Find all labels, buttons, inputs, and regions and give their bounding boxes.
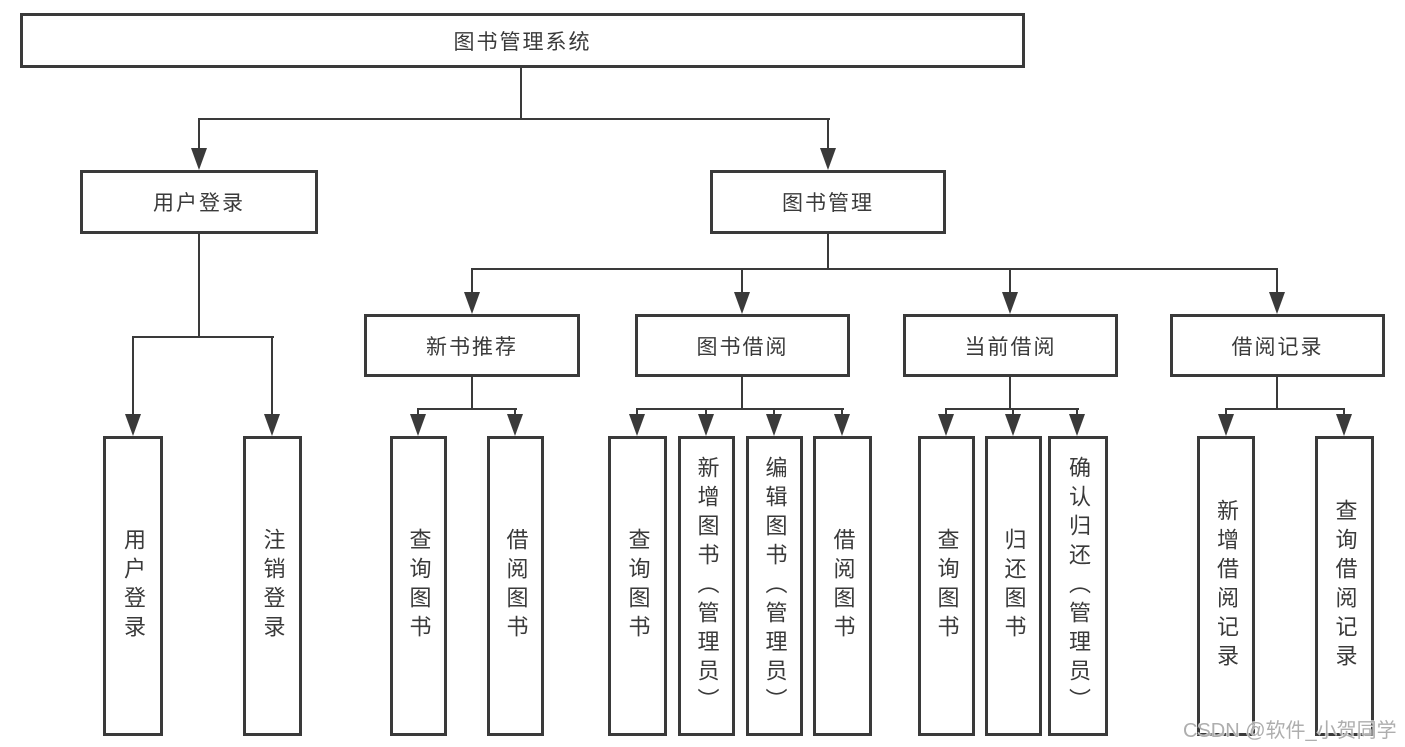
arrowhead-icon [410,414,426,436]
leaf-edit-books-admin-label: 编辑图书（管理员） [762,455,788,717]
arrowhead-icon [1002,292,1018,314]
leaf-query-books-borrowing-label: 查询图书 [625,528,651,644]
connector-line [1225,408,1345,410]
node-book-borrowing-label: 图书借阅 [696,335,789,359]
leaf-borrow-books-label: 借阅图书 [830,528,856,644]
connector-line [1276,377,1278,410]
connector-line [271,336,273,416]
leaf-logout-label: 注销登录 [260,528,286,644]
node-root-label: 图书管理系统 [453,30,592,54]
leaf-logout: 注销登录 [243,436,302,736]
node-new-book-recommend-label: 新书推荐 [426,335,518,359]
node-current-borrowing: 当前借阅 [903,314,1118,377]
leaf-user-login: 用户登录 [103,436,163,736]
connector-line [471,268,1278,270]
connector-line [1012,408,1014,416]
arrowhead-icon [1005,414,1021,436]
node-new-book-recommend: 新书推荐 [364,314,580,377]
node-borrowing-records-label: 借阅记录 [1231,335,1324,359]
node-borrowing-records: 借阅记录 [1170,314,1385,377]
connector-line [773,408,775,416]
connector-line [705,408,707,416]
arrowhead-icon [191,148,207,170]
connector-line [1343,408,1345,416]
connector-line [132,336,134,416]
arrowhead-icon [834,414,850,436]
connector-line [471,268,473,295]
connector-line [1076,408,1078,416]
connector-line [741,268,743,295]
node-book-management: 图书管理 [710,170,946,234]
node-root: 图书管理系统 [20,13,1025,68]
connector-line [1009,268,1011,295]
connector-line [417,408,419,416]
connector-line [636,408,844,410]
arrowhead-icon [938,414,954,436]
arrowhead-icon [734,292,750,314]
arrowhead-icon [766,414,782,436]
leaf-confirm-return-admin-label: 确认归还（管理员） [1066,455,1091,717]
arrowhead-icon [264,414,280,436]
connector-line [471,377,473,410]
connector-line [198,118,830,120]
connector-line [741,377,743,410]
leaf-query-books-recommend: 查询图书 [390,436,447,736]
watermark-text: CSDN @软件_小贺同学 [1183,720,1397,742]
arrowhead-icon [629,414,645,436]
leaf-add-borrow-record: 新增借阅记录 [1197,436,1255,736]
connector-line [827,234,829,270]
connector-line [514,408,516,416]
node-user-login: 用户登录 [80,170,318,234]
leaf-query-books-current: 查询图书 [918,436,975,736]
connector-line [520,68,522,120]
leaf-query-borrow-record: 查询借阅记录 [1315,436,1374,736]
connector-line [841,408,843,416]
arrowhead-icon [1218,414,1234,436]
arrowhead-icon [464,292,480,314]
leaf-query-borrow-record-label: 查询借阅记录 [1332,499,1358,673]
connector-line [827,118,829,150]
arrowhead-icon [820,148,836,170]
leaf-query-books-current-label: 查询图书 [934,528,960,644]
leaf-add-borrow-record-label: 新增借阅记录 [1214,499,1239,673]
leaf-return-books-label: 归还图书 [1001,528,1027,644]
leaf-borrow-books: 借阅图书 [813,436,872,736]
leaf-query-books-recommend-label: 查询图书 [406,528,432,644]
arrowhead-icon [507,414,523,436]
node-book-borrowing: 图书借阅 [635,314,850,377]
leaf-confirm-return-admin: 确认归还（管理员） [1048,436,1108,736]
node-user-login-label: 用户登录 [153,192,245,215]
arrowhead-icon [1269,292,1285,314]
connector-line [417,408,517,410]
leaf-query-books-borrowing: 查询图书 [608,436,667,736]
node-book-management-label: 图书管理 [782,192,874,215]
node-current-borrowing-label: 当前借阅 [964,335,1057,359]
connector-line [198,118,200,150]
connector-line [1009,377,1011,410]
leaf-edit-books-admin: 编辑图书（管理员） [746,436,803,736]
leaf-add-books-admin: 新增图书（管理员） [678,436,735,736]
leaf-return-books: 归还图书 [985,436,1042,736]
arrowhead-icon [698,414,714,436]
arrowhead-icon [125,414,141,436]
leaf-borrow-books-recommend-label: 借阅图书 [503,528,529,644]
arrowhead-icon [1336,414,1352,436]
connector-line [1225,408,1227,416]
connector-line [945,408,947,416]
leaf-user-login-label: 用户登录 [121,528,146,644]
arrowhead-icon [1069,414,1085,436]
connector-line [198,234,200,338]
connector-line [636,408,638,416]
connector-line [132,336,274,338]
leaf-borrow-books-recommend: 借阅图书 [487,436,544,736]
connector-line [1276,268,1278,295]
leaf-add-books-admin-label: 新增图书（管理员） [694,455,720,717]
